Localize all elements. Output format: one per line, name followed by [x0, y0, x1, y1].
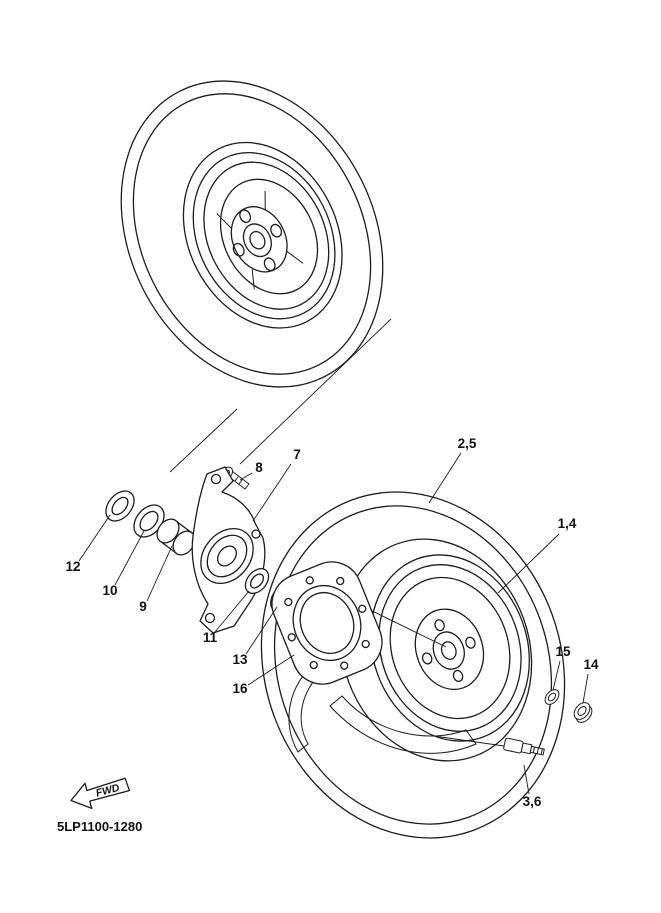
- seal-12: [105, 490, 135, 522]
- callout-9[interactable]: 9: [139, 599, 147, 614]
- callout-13[interactable]: 13: [232, 652, 248, 667]
- callout-14[interactable]: 14: [583, 657, 599, 672]
- callout-1-4[interactable]: 1,4: [558, 516, 577, 531]
- fwd-direction-arrow: FWD: [70, 777, 131, 810]
- hub-carrier-7: [191, 466, 266, 634]
- reference-line: [239, 318, 392, 465]
- callout-2-5[interactable]: 2,5: [458, 436, 477, 451]
- nut-14: [573, 702, 593, 723]
- valve-stem: [503, 737, 545, 756]
- callout-3-6[interactable]: 3,6: [523, 794, 542, 809]
- callout-16[interactable]: 16: [232, 681, 248, 696]
- valve-leader-line: [433, 735, 505, 747]
- collar-9: [156, 518, 196, 556]
- assembled-wheel: [120, 80, 384, 388]
- callout-8[interactable]: 8: [255, 460, 263, 475]
- axle-centerline: [365, 607, 447, 648]
- callout-leader-lines: [78, 452, 589, 795]
- disc-plate-16: [271, 561, 383, 685]
- fwd-arrow-shape: [70, 777, 131, 810]
- callout-10[interactable]: 10: [102, 583, 117, 598]
- callout-12[interactable]: 12: [65, 559, 80, 574]
- washer-15: [544, 689, 560, 705]
- callout-11[interactable]: 11: [203, 630, 218, 645]
- diagram-part-code: 5LP1100-1280: [57, 819, 142, 834]
- callout-7[interactable]: 7: [293, 447, 301, 462]
- wheel-rim: [370, 554, 530, 742]
- callout-15[interactable]: 15: [555, 644, 571, 659]
- reference-line: [169, 408, 238, 473]
